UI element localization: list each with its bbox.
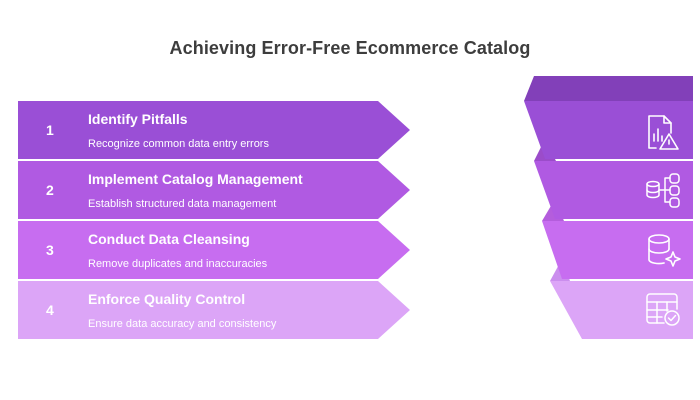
database-hierarchy-icon <box>646 173 680 208</box>
step-4: 4 Enforce Quality Control Ensure data ac… <box>18 281 378 339</box>
step-2: 2 Implement Catalog Management Establish… <box>18 161 378 219</box>
icon-panel-4 <box>550 281 693 339</box>
step-number: 3 <box>46 242 54 258</box>
panel-top-fold <box>524 76 693 101</box>
table-check-icon <box>646 293 680 326</box>
step-3: 3 Conduct Data Cleansing Remove duplicat… <box>18 221 378 279</box>
step-description: Establish structured data management <box>88 198 277 210</box>
step-title: Enforce Quality Control <box>88 291 246 307</box>
step-number: 1 <box>46 122 54 138</box>
step-number: 2 <box>46 182 54 198</box>
step-description: Remove duplicates and inaccuracies <box>88 258 268 270</box>
step-1: 1 Identify Pitfalls Recognize common dat… <box>18 101 378 159</box>
icon-panel-3 <box>542 221 693 279</box>
step-number: 4 <box>46 302 54 318</box>
chart-warning-icon <box>648 115 679 150</box>
icon-panel-1 <box>524 101 693 159</box>
step-arrow-1 <box>18 101 410 159</box>
step-description: Ensure data accuracy and consistency <box>88 318 277 330</box>
step-arrow-4 <box>18 281 410 339</box>
database-sparkle-icon <box>648 234 681 267</box>
step-description: Recognize common data entry errors <box>88 138 269 150</box>
step-title: Implement Catalog Management <box>88 171 303 187</box>
step-arrow-3 <box>18 221 410 279</box>
step-arrow-2 <box>18 161 410 219</box>
step-title: Identify Pitfalls <box>88 111 188 127</box>
page-title: Achieving Error-Free Ecommerce Catalog <box>169 38 531 58</box>
step-title: Conduct Data Cleansing <box>88 231 250 247</box>
icon-panel-2 <box>534 161 693 219</box>
